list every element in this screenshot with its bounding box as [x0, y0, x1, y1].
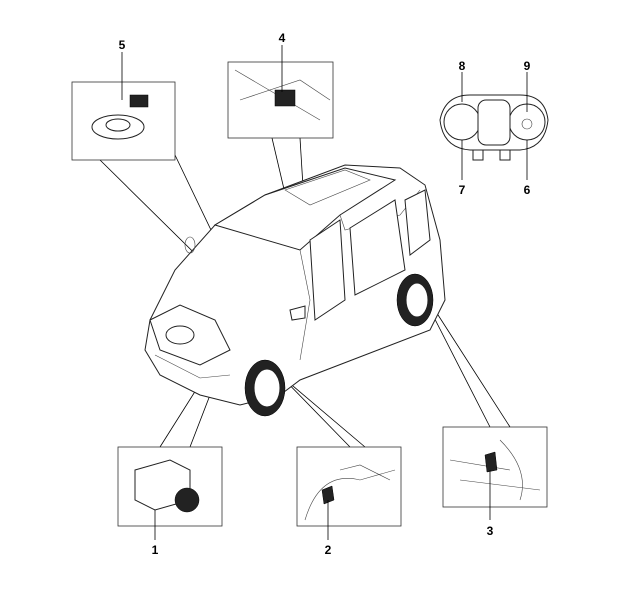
car-illustration [144, 164, 446, 417]
callout-8: 8 [459, 59, 466, 73]
callout-9: 9 [524, 59, 531, 73]
instrument-cluster [439, 72, 549, 180]
front-wheel-sensor-box [296, 446, 402, 540]
callout-6: 6 [524, 183, 531, 197]
callout-7: 7 [459, 183, 466, 197]
callout-1: 1 [152, 543, 159, 557]
steering-angle-sensor-box [71, 81, 176, 161]
callout-3: 3 [487, 524, 494, 538]
yaw-rate-sensor-box [227, 61, 334, 139]
rear-wheel-sensor-box [442, 426, 548, 520]
callout-4: 4 [279, 31, 286, 45]
callout-5: 5 [119, 38, 126, 52]
hydraulic-unit-box [117, 446, 223, 540]
callout-2: 2 [325, 543, 332, 557]
